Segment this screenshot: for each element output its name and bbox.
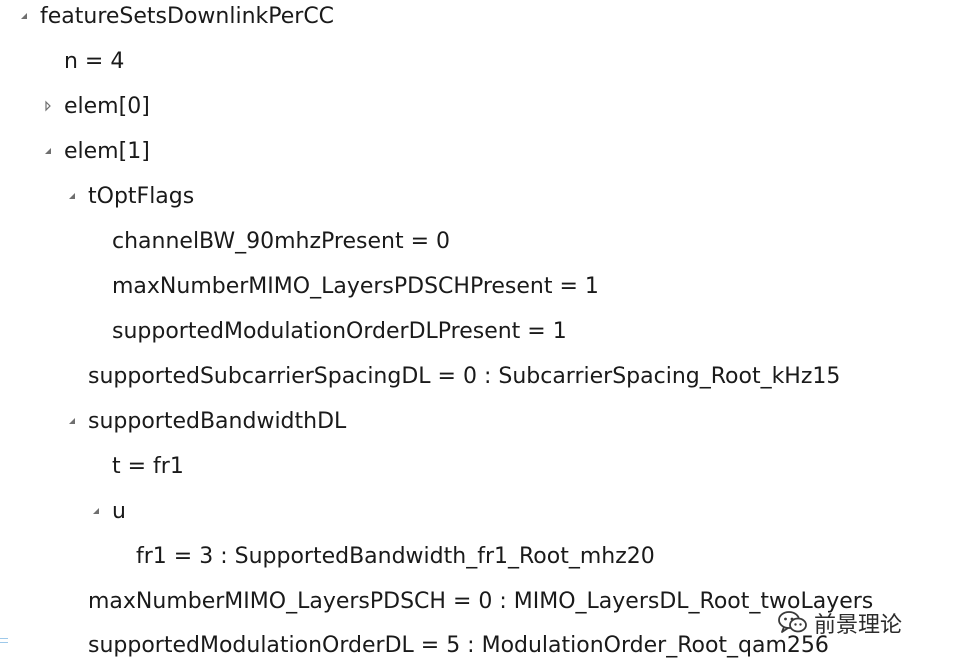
tree-row: supportedModulationOrderDLPresent = 1 [0, 312, 960, 352]
tree-row: channelBW_90mhzPresent = 0 [0, 222, 960, 262]
expanded-arrow-icon[interactable] [18, 0, 32, 37]
tree-row-label: maxNumberMIMO_LayersPDSCH = 0 : MIMO_Lay… [88, 589, 874, 614]
watermark: 前景理论 [778, 603, 902, 643]
tree-row-label: elem[0] [64, 94, 150, 119]
tree-row[interactable]: featureSetsDownlinkPerCC [0, 0, 960, 37]
tree-row-label: featureSetsDownlinkPerCC [40, 4, 335, 29]
tree-row-label: supportedModulationOrderDLPresent = 1 [112, 319, 567, 344]
tree-row-label: channelBW_90mhzPresent = 0 [112, 229, 450, 254]
tree-row-label: tOptFlags [88, 184, 195, 209]
tree-row[interactable]: tOptFlags [0, 177, 960, 217]
watermark-text: 前景理论 [814, 613, 903, 638]
tree-row[interactable]: u [0, 492, 960, 532]
tree-row-label: n = 4 [64, 49, 125, 74]
expanded-arrow-icon[interactable] [66, 177, 80, 217]
tree-row-label: u [112, 499, 126, 524]
tree-row-label: elem[1] [64, 139, 150, 164]
tree-row: supportedModulationOrderDL = 5 : Modulat… [0, 626, 960, 665]
tree-row: maxNumberMIMO_LayersPDSCH = 0 : MIMO_Lay… [0, 582, 960, 622]
tree-row-label: supportedSubcarrierSpacingDL = 0 : Subca… [88, 364, 841, 389]
tree-row: supportedSubcarrierSpacingDL = 0 : Subca… [0, 357, 960, 397]
edge-mark-icon [0, 630, 10, 643]
wechat-icon [778, 610, 808, 636]
tree-row[interactable]: elem[0] [0, 87, 960, 127]
tree-row-label: t = fr1 [112, 454, 184, 479]
tree-row-label: fr1 = 3 : SupportedBandwidth_fr1_Root_mh… [136, 544, 655, 569]
tree-row: n = 4 [0, 42, 960, 82]
expanded-arrow-icon[interactable] [90, 492, 104, 532]
tree-row-label: supportedBandwidthDL [88, 409, 347, 434]
tree-row-label: maxNumberMIMO_LayersPDSCHPresent = 1 [112, 274, 599, 299]
tree-row-label: supportedModulationOrderDL = 5 : Modulat… [88, 633, 829, 658]
expanded-arrow-icon[interactable] [42, 132, 56, 172]
collapsed-arrow-icon[interactable] [42, 87, 56, 127]
tree-row[interactable]: supportedBandwidthDL [0, 402, 960, 442]
tree-row: maxNumberMIMO_LayersPDSCHPresent = 1 [0, 267, 960, 307]
expanded-arrow-icon[interactable] [66, 402, 80, 442]
tree-row: t = fr1 [0, 447, 960, 487]
tree-row: fr1 = 3 : SupportedBandwidth_fr1_Root_mh… [0, 537, 960, 577]
tree-row[interactable]: elem[1] [0, 132, 960, 172]
